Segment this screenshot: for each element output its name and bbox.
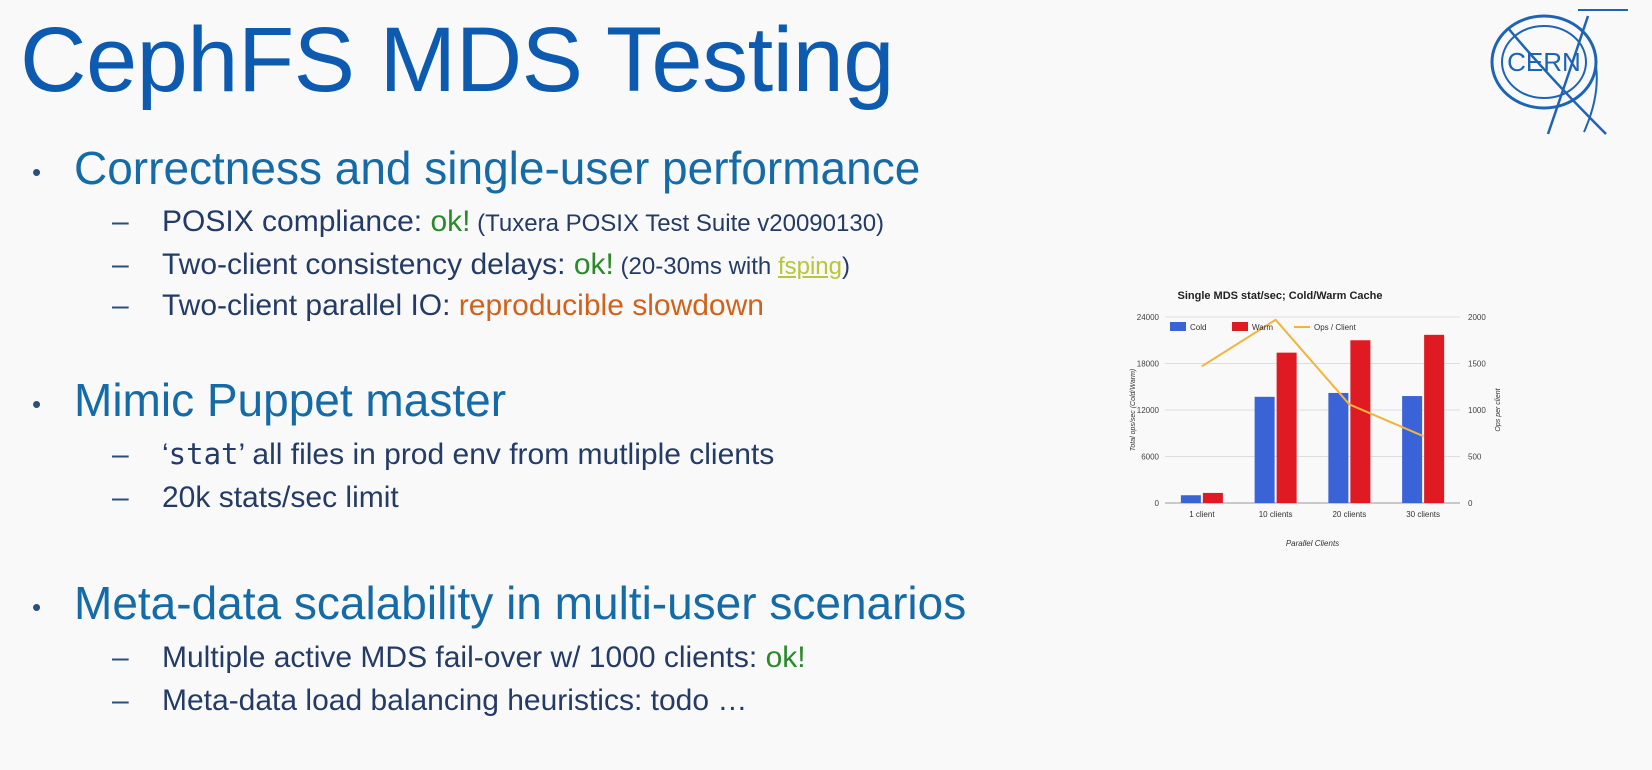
subitem-text: Meta-data load balancing heuristics: tod… (162, 684, 748, 717)
status-ok: ok! (765, 641, 806, 674)
stat-code: stat (168, 437, 239, 471)
dash-icon: – (112, 481, 129, 514)
legend-swatch (1170, 322, 1186, 331)
y-tick-label: 6000 (1141, 453, 1159, 462)
y-right-tick-label: 1000 (1468, 406, 1486, 415)
bullet-heading: Mimic Puppet master (74, 374, 507, 426)
x-axis-label: Parallel Clients (1286, 539, 1339, 548)
quote-close: ’ (238, 438, 245, 471)
bar-cold (1180, 495, 1201, 503)
legend-label: Ops / Client (1314, 323, 1357, 332)
bar-cold (1402, 396, 1423, 503)
bullet-correctness: • Correctness and single-user performance (32, 143, 920, 194)
y-tick-label: 24000 (1137, 313, 1160, 322)
subitem-note: (Tuxera POSIX Test Suite v20090130) (470, 210, 885, 237)
subitem-failover: –Multiple active MDS fail-over w/ 1000 c… (112, 641, 806, 674)
bar-warm (1350, 340, 1371, 503)
subitem-text: 20k stats/sec limit (162, 481, 399, 514)
y-tick-label: 12000 (1137, 406, 1160, 415)
y-right-tick-label: 0 (1468, 499, 1473, 508)
chart-title: Single MDS stat/sec; Cold/Warm Cache (1178, 290, 1383, 302)
x-tick-label: 30 clients (1406, 510, 1440, 519)
bar-warm (1424, 334, 1445, 503)
subitem-text: POSIX compliance: (162, 205, 431, 238)
bullet-metadata: • Meta-data scalability in multi-user sce… (32, 578, 966, 629)
legend-swatch (1232, 322, 1248, 331)
y-right-tick-label: 500 (1468, 453, 1482, 462)
subitem-parallel-io: –Two-client parallel IO: reproducible sl… (112, 289, 764, 322)
legend-label: Cold (1190, 323, 1206, 332)
fsping-link[interactable]: fsping (777, 253, 842, 280)
subitem-posix: –POSIX compliance: ok! (Tuxera POSIX Tes… (112, 205, 884, 238)
dash-icon: – (112, 438, 129, 471)
bar-warm (1202, 492, 1223, 503)
y-axis-label: Total ops/sec (Cold/Warm) (1130, 369, 1137, 451)
subitem-text: Two-client parallel IO: (162, 289, 459, 322)
legend-label: Warm (1252, 323, 1273, 332)
bullet-icon: • (32, 388, 42, 419)
bullet-heading: Meta-data scalability in multi-user scen… (74, 577, 967, 629)
bullet-heading: Correctness and single-user performance (74, 142, 921, 194)
dash-icon: – (112, 205, 129, 238)
mds-stat-chart: Single MDS stat/sec; Cold/Warm Cache 0 600… (1130, 290, 1502, 548)
bullet-icon: • (32, 156, 42, 187)
subitem-limit: –20k stats/sec limit (112, 481, 399, 514)
dash-icon: – (112, 248, 129, 281)
logo-text: CERN (1507, 47, 1581, 77)
status-ok: ok! (573, 248, 614, 281)
subitem-text: Multiple active MDS fail-over w/ 1000 cl… (162, 641, 766, 674)
slide-title: CephFS MDS Testing (20, 9, 894, 111)
bullet-puppet: • Mimic Puppet master (32, 375, 506, 426)
status-ok: ok! (430, 205, 471, 238)
bullet-icon: • (32, 591, 42, 622)
x-tick-label: 20 clients (1332, 510, 1366, 519)
subitem-note: (20-30ms with (613, 253, 778, 280)
subitem-note-end: ) (841, 253, 850, 280)
subitem-balancing: –Meta-data load balancing heuristics: to… (112, 684, 747, 717)
subitem-text: all files in prod env from mutliple clie… (244, 438, 775, 471)
dash-icon: – (112, 684, 129, 717)
bar-warm (1276, 352, 1297, 503)
x-tick-label: 10 clients (1259, 510, 1293, 519)
subitem-text: Two-client consistency delays: (162, 248, 574, 281)
subitem-stat: –‘stat’ all files in prod env from mutli… (112, 438, 774, 471)
y-tick-label: 0 (1155, 499, 1160, 508)
y-right-tick-label: 2000 (1468, 313, 1486, 322)
y-tick-label: 18000 (1137, 360, 1160, 369)
dash-icon: – (112, 641, 129, 674)
y-right-axis-label: Ops per client (1495, 387, 1502, 431)
subitem-consistency: –Two-client consistency delays: ok! (20-… (112, 248, 850, 281)
line-ops-per-client (1201, 318, 1424, 437)
bar-cold (1328, 392, 1349, 503)
bar-cold (1254, 396, 1275, 503)
dash-icon: – (112, 289, 129, 322)
x-tick-label: 1 client (1189, 510, 1215, 519)
y-right-tick-label: 1500 (1468, 360, 1486, 369)
status-slowdown: reproducible slowdown (458, 289, 764, 322)
cern-logo: CERN (1490, 9, 1628, 135)
quote-open: ‘ (162, 438, 169, 471)
